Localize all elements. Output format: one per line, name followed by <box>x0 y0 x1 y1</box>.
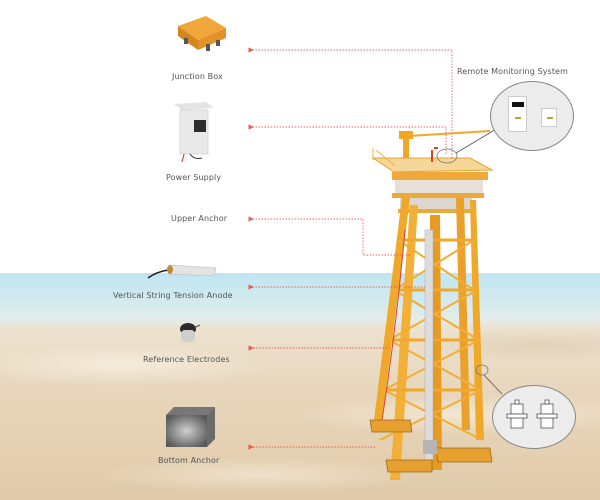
junction-box-icon <box>172 12 228 54</box>
power-supply-icon <box>172 96 216 163</box>
vertical-string-anode-label: Vertical String Tension Anode <box>113 291 233 300</box>
junction-box-label: Junction Box <box>172 72 223 81</box>
power-supply-label: Power Supply <box>166 173 222 182</box>
remote-monitoring-label: Remote Monitoring System <box>457 67 568 76</box>
remote-monitoring-callout <box>490 81 574 151</box>
bottom-anchor-label: Bottom Anchor <box>158 456 220 465</box>
monitoring-unit-main-icon <box>508 96 527 132</box>
upper-anchor-label: Upper Anchor <box>171 214 228 223</box>
sea-background <box>0 273 600 333</box>
reference-electrodes-label: Reference Electrodes <box>143 355 230 364</box>
electrode-detail-callout <box>492 385 576 449</box>
vertical-string-anode-icon <box>146 262 218 282</box>
monitoring-unit-secondary-icon <box>541 108 557 127</box>
electrode-clamp-icon <box>506 399 558 429</box>
reference-electrode-icon <box>178 322 201 346</box>
bottom-anchor-icon <box>166 407 216 447</box>
